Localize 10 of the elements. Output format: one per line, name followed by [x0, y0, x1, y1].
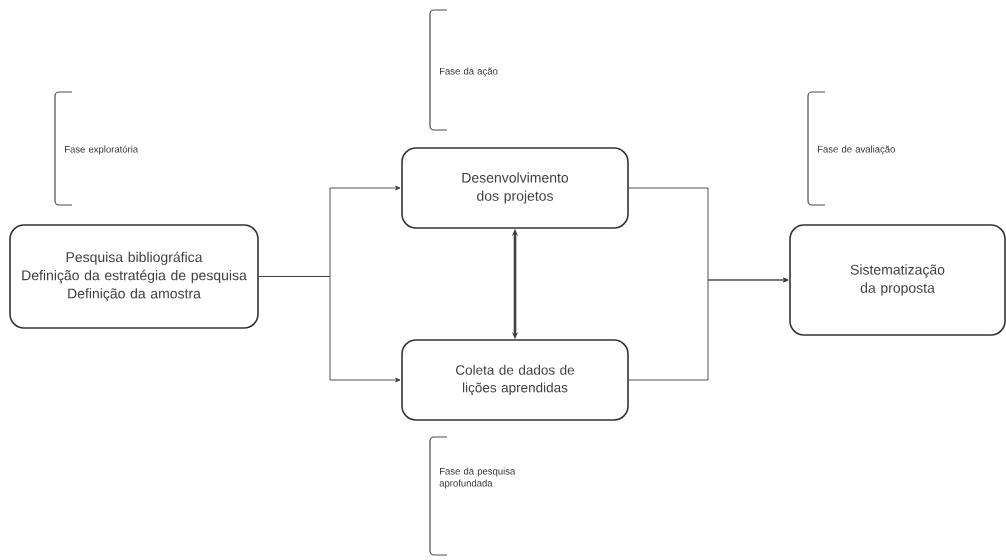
- arrow: [628, 277, 789, 381]
- process-box: Coleta de dados de lições aprendidas: [401, 339, 629, 421]
- process-box: Desenvolvimento dos projetos: [401, 147, 629, 229]
- process-box: Sistematização da proposta: [789, 224, 1006, 336]
- phase-label: Fase de avaliação: [818, 145, 895, 155]
- process-box: Pesquisa bibliográfica Definição da estratégia de pesquisa Definição da amostra: [9, 224, 259, 329]
- phase-label: Fase exploratória: [65, 145, 139, 155]
- arrow: [258, 276, 401, 383]
- phase-label: Fase da ação: [440, 67, 498, 77]
- phase-label: Fase da pesquisa aprofundada: [439, 467, 516, 489]
